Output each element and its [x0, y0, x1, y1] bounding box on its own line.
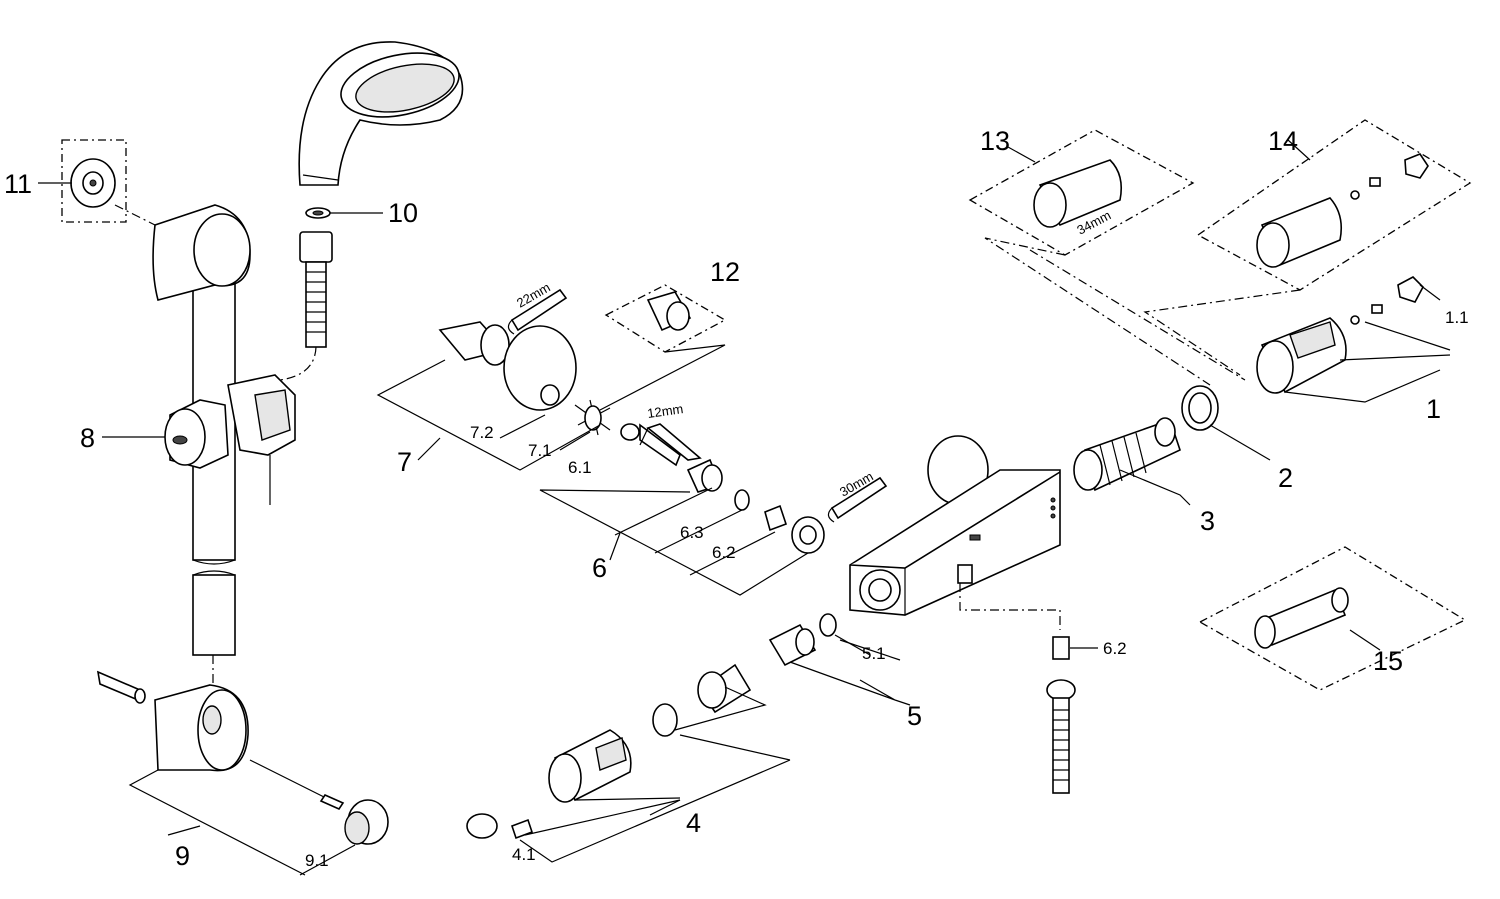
adapter-12 — [646, 291, 692, 332]
hex-key-12: 12mm — [639, 401, 702, 461]
rail-top-bracket — [152, 204, 251, 301]
washer-10 — [305, 207, 331, 219]
label-7: 7 — [397, 447, 412, 477]
label-7-2: 7.2 — [470, 423, 494, 442]
callout-labels: 11 10 8 9 9.1 7 7.2 7.1 12 6.1 6 6.3 6.2… — [4, 126, 1469, 871]
label-1-1: 1.1 — [1445, 308, 1469, 327]
wrench-30: 30mm — [827, 469, 888, 523]
label-9: 9 — [175, 841, 190, 871]
wall-union-7 — [438, 321, 681, 467]
label-6-2: 6.2 — [712, 543, 736, 562]
hex-key-12-dim: 12mm — [646, 401, 684, 421]
label-11: 11 — [4, 169, 32, 199]
inlet-hose — [1046, 636, 1076, 794]
label-8: 8 — [80, 423, 95, 453]
shower-hose — [279, 231, 333, 381]
ring-2 — [1181, 385, 1219, 431]
union-6 — [686, 458, 825, 554]
handle-4 — [466, 663, 752, 840]
label-4-1: 4.1 — [512, 845, 536, 864]
label-10: 10 — [388, 198, 418, 228]
label-6-1: 6.1 — [568, 458, 592, 477]
handle-set-14 — [1196, 119, 1472, 291]
label-4: 4 — [686, 808, 701, 838]
spare-cartridge-15 — [1198, 546, 1467, 691]
label-3: 3 — [1200, 506, 1215, 536]
frame-11 — [61, 139, 127, 223]
label-14: 14 — [1268, 126, 1298, 156]
hand-shower-head — [298, 41, 464, 186]
label-6-3: 6.3 — [680, 523, 704, 542]
label-9-1: 9.1 — [305, 851, 329, 870]
label-2: 2 — [1278, 463, 1293, 493]
slider-8 — [164, 374, 296, 505]
check-valve-5 — [768, 613, 837, 667]
label-7-1: 7.1 — [528, 441, 552, 460]
label-12: 12 — [710, 257, 740, 287]
label-6: 6 — [592, 553, 607, 583]
shower-rail — [192, 244, 236, 740]
wall-plug-screw — [96, 670, 146, 704]
label-15: 15 — [1373, 646, 1403, 676]
wall-bracket-9 — [154, 684, 345, 811]
handle-1 — [1256, 276, 1424, 394]
cap-9-1 — [344, 799, 389, 845]
thermostat-body — [849, 435, 1061, 630]
label-6-2-hose: 6.2 — [1103, 639, 1127, 658]
label-5-1: 5.1 — [862, 644, 886, 663]
leader-lines — [38, 139, 1451, 876]
cover-cap-11 — [70, 158, 116, 208]
label-1: 1 — [1426, 394, 1441, 424]
label-5: 5 — [907, 701, 922, 731]
label-13: 13 — [980, 126, 1010, 156]
thermostat-cartridge-3 — [1073, 417, 1181, 492]
